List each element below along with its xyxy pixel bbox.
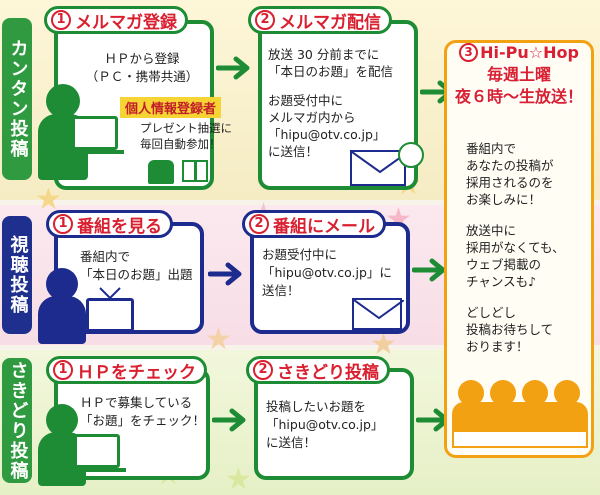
step-title-watch-program: 1 番組を見る [46, 210, 173, 238]
final-text: どしどし [466, 305, 517, 320]
side-tab-viewer-post: 視聴投稿 [2, 216, 32, 334]
envelope-icon [352, 298, 404, 330]
step-text: 「本日のお題」を配信 [268, 64, 394, 79]
step-title-newsletter-signup: 1 メルマガ登録 [44, 6, 188, 34]
final-text: おります！ [466, 339, 529, 354]
step-box-advance-post [254, 368, 414, 480]
star-decoration: ★ [205, 322, 232, 357]
audience-head [458, 380, 484, 406]
arrow-right-icon [208, 262, 242, 286]
winner-figure-icon [148, 160, 174, 184]
star-decoration: ★ [370, 327, 397, 362]
laptop-icon [74, 434, 120, 468]
broadcast-time: 夜６時～生放送！ [454, 87, 583, 106]
arrow-right-icon [216, 56, 250, 80]
step-title-text: ＨＰをチェック [77, 362, 196, 383]
side-tab-easy-post: カンタン投稿 [2, 18, 32, 180]
envelope-icon [350, 150, 408, 186]
broadcast-day: 毎週土曜 [486, 65, 551, 84]
step-title-text: メルマガ配信 [279, 12, 381, 33]
step-text: 放送 30 分前までに [268, 47, 380, 62]
step-number: 2 [253, 360, 273, 380]
audience-head [554, 380, 580, 406]
star-decoration: ★ [35, 182, 62, 217]
person-head [46, 84, 80, 118]
step-text: （ＰＣ・携帯共通） [85, 69, 199, 84]
step-text: に送信！ [268, 144, 319, 159]
laptop-base-icon [68, 468, 126, 472]
step-text: ＨＰから登録 [104, 51, 180, 66]
show-name: Hi-Pu☆Hop [480, 43, 579, 62]
side-tab-advance-post: さきどり投稿 [2, 358, 32, 483]
step-text: 「hipu@otv.co.jp」に [262, 265, 392, 280]
step-number: 1 [53, 214, 73, 234]
step-number: 3 [459, 43, 479, 62]
tv-icon [86, 298, 134, 332]
privacy-text: プレゼント抽選に [140, 121, 232, 135]
privacy-badge: 個人情報登録者 [120, 97, 222, 118]
step-text: 「本日のお題」出題 [80, 267, 193, 282]
step-text: 番組内で [80, 249, 131, 264]
step-text: ＨＰで募集している [80, 395, 193, 410]
step-text: 「hipu@otv.co.jp」 [268, 127, 386, 142]
step-title-text: 番組を見る [77, 216, 162, 237]
studio-audience-icon [452, 380, 588, 450]
step-title-text: さきどり投稿 [277, 362, 379, 383]
step-text: に送信！ [266, 435, 317, 450]
final-text: 採用がなくても、 [466, 240, 565, 255]
step-number: 1 [53, 360, 73, 380]
step-text: お題受付中に [268, 93, 344, 108]
step-title-mail-program: 2 番組にメール [242, 210, 386, 238]
final-text: チャンスも♪ [466, 274, 537, 289]
final-text: ウェブ掲載の [466, 257, 542, 272]
step-number: 1 [51, 10, 71, 30]
audience-head [522, 380, 548, 406]
laptop-icon [72, 116, 118, 150]
step-title-advance-post: 2 さきどり投稿 [246, 356, 390, 384]
step-text: 送信！ [262, 283, 300, 298]
final-text: 放送中に [466, 223, 517, 238]
step-text: お題受付中に [262, 247, 338, 262]
star-decoration: ★ [225, 462, 252, 495]
step-title-check-homepage: 1 ＨＰをチェック [46, 356, 207, 384]
step-text: 「お題」をチェック！ [80, 413, 206, 428]
privacy-text: 毎回自動参加！ [140, 137, 221, 151]
laptop-base-icon [66, 150, 124, 154]
step-text: メルマガ内から [268, 110, 356, 125]
step-title-newsletter-delivery: 2 メルマガ配信 [248, 6, 392, 34]
arrow-right-icon [412, 258, 446, 282]
stage-desk [452, 430, 588, 448]
arrow-right-icon [212, 408, 246, 432]
person-head [46, 268, 78, 300]
step-text: 投稿したいお題を [266, 399, 367, 414]
final-text: あなたの投稿が [466, 158, 554, 173]
person-head [46, 404, 78, 436]
final-text: 採用されるのを [466, 175, 554, 190]
step-title-text: メルマガ登録 [75, 12, 177, 33]
final-text: 番組内で [466, 141, 517, 156]
step-number: 2 [249, 214, 269, 234]
final-text: お楽しみに！ [466, 192, 542, 207]
tv-antenna-icon [99, 287, 121, 300]
gift-ribbon-icon [194, 160, 197, 182]
step-text: 「hipu@otv.co.jp」 [266, 417, 384, 432]
step-title-text: 番組にメール [273, 216, 375, 237]
step-number: 2 [255, 10, 275, 30]
clock-icon [398, 142, 424, 168]
audience-head [490, 380, 516, 406]
final-text: 投稿お待ちして [466, 322, 554, 337]
audience-bodies [452, 402, 588, 430]
person-watching-tv [38, 268, 98, 348]
person-body [38, 296, 86, 344]
